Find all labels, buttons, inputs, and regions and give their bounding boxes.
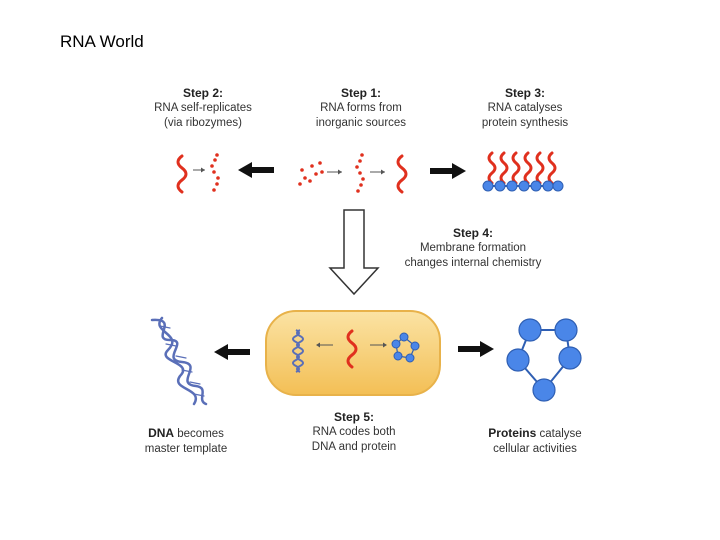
- arrow-left-step2: [238, 162, 274, 178]
- proteins-outcome-caption: Proteins catalyse cellular activities: [470, 426, 600, 457]
- step4-heading: Step 4:: [452, 226, 493, 240]
- rna-strand-icon: [346, 329, 358, 369]
- step1-illustration: [298, 153, 408, 194]
- dna-outcome-line2: master template: [144, 443, 228, 455]
- step4-line2: changes internal chemistry: [404, 257, 542, 269]
- nucleotide-dots-icon: [210, 153, 220, 192]
- step1-line1: RNA forms from: [320, 102, 402, 114]
- cell-membrane-icon: [265, 310, 441, 396]
- proteins-outcome-rest: catalyse: [536, 428, 582, 440]
- hollow-down-arrow-icon: [328, 209, 380, 296]
- dna-outcome-caption: DNA becomes master template: [126, 426, 246, 457]
- step2-line1: RNA self-replicates: [154, 102, 252, 114]
- step3-line1: RNA catalyses: [487, 102, 563, 114]
- dna-helix-icon: [150, 316, 208, 406]
- arrow-left-dna: [214, 344, 250, 360]
- step5-line1: RNA codes both: [312, 426, 396, 438]
- step1-heading: Step 1:: [340, 86, 381, 100]
- step4-caption: Step 4: Membrane formation changes inter…: [388, 226, 558, 271]
- step2-line2: (via ribozymes): [164, 117, 242, 129]
- step2-heading: Step 2:: [182, 86, 223, 100]
- slide-title: RNA World: [60, 32, 144, 51]
- rna-strand-icon: [176, 154, 188, 194]
- protein-bead-icon: [482, 180, 564, 192]
- step4-line1: Membrane formation: [419, 242, 527, 254]
- proteins-outcome-bold: Proteins: [488, 426, 537, 440]
- protein-bead-icon: [506, 318, 582, 402]
- step2-illustration: [176, 153, 220, 194]
- arrow-right-proteins: [458, 341, 494, 357]
- dna-outcome-bold: DNA: [148, 426, 175, 440]
- proteins-outcome-line2: cellular activities: [493, 443, 577, 455]
- step3-heading: Step 3:: [504, 86, 545, 100]
- step3-caption: Step 3: RNA catalyses protein synthesis: [460, 86, 590, 131]
- arrow-right-step3: [430, 163, 466, 179]
- step1-caption: Step 1: RNA forms from inorganic sources: [296, 86, 426, 131]
- step1-line2: inorganic sources: [315, 117, 407, 129]
- nucleotide-dots-icon: [298, 161, 324, 186]
- protein-network-icon: [506, 318, 582, 402]
- dna-outcome-rest: becomes: [174, 428, 224, 440]
- step3-line2: protein synthesis: [481, 117, 569, 129]
- rna-strand-icon: [396, 154, 408, 194]
- step3-illustration: [482, 151, 564, 192]
- step5-heading: Step 5:: [333, 410, 374, 424]
- step2-caption: Step 2: RNA self-replicates (via ribozym…: [138, 86, 268, 131]
- step5-line2: DNA and protein: [311, 441, 397, 453]
- step5-caption: Step 5: RNA codes both DNA and protein: [294, 410, 414, 455]
